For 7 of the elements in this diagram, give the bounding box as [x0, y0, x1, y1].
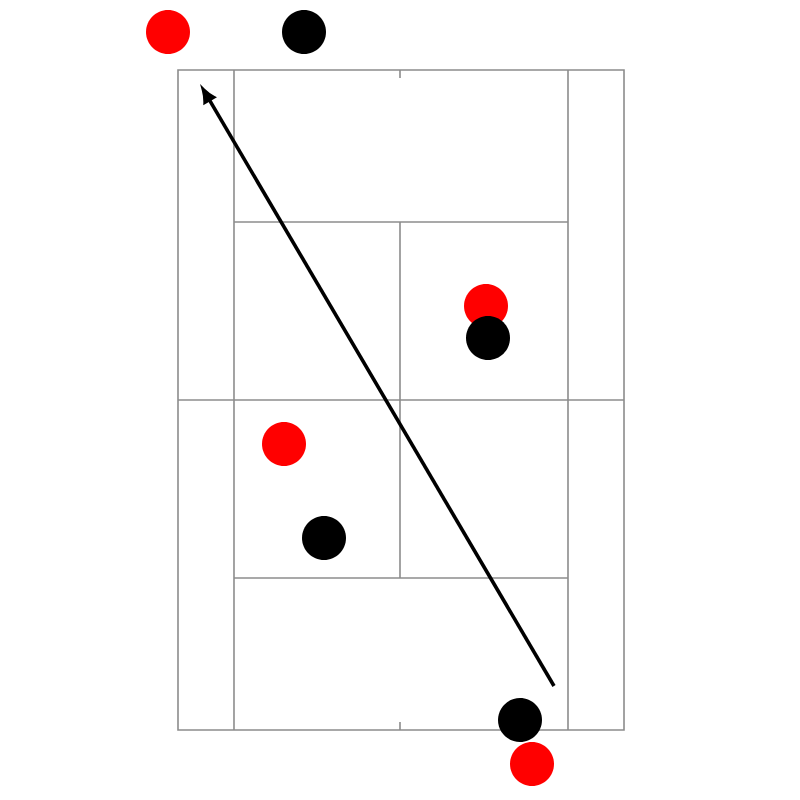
player-dot [466, 316, 510, 360]
player-dot [498, 698, 542, 742]
player-dot [146, 10, 190, 54]
player-dot [282, 10, 326, 54]
player-dot [302, 516, 346, 560]
player-dot [510, 742, 554, 786]
player-dot [262, 422, 306, 466]
